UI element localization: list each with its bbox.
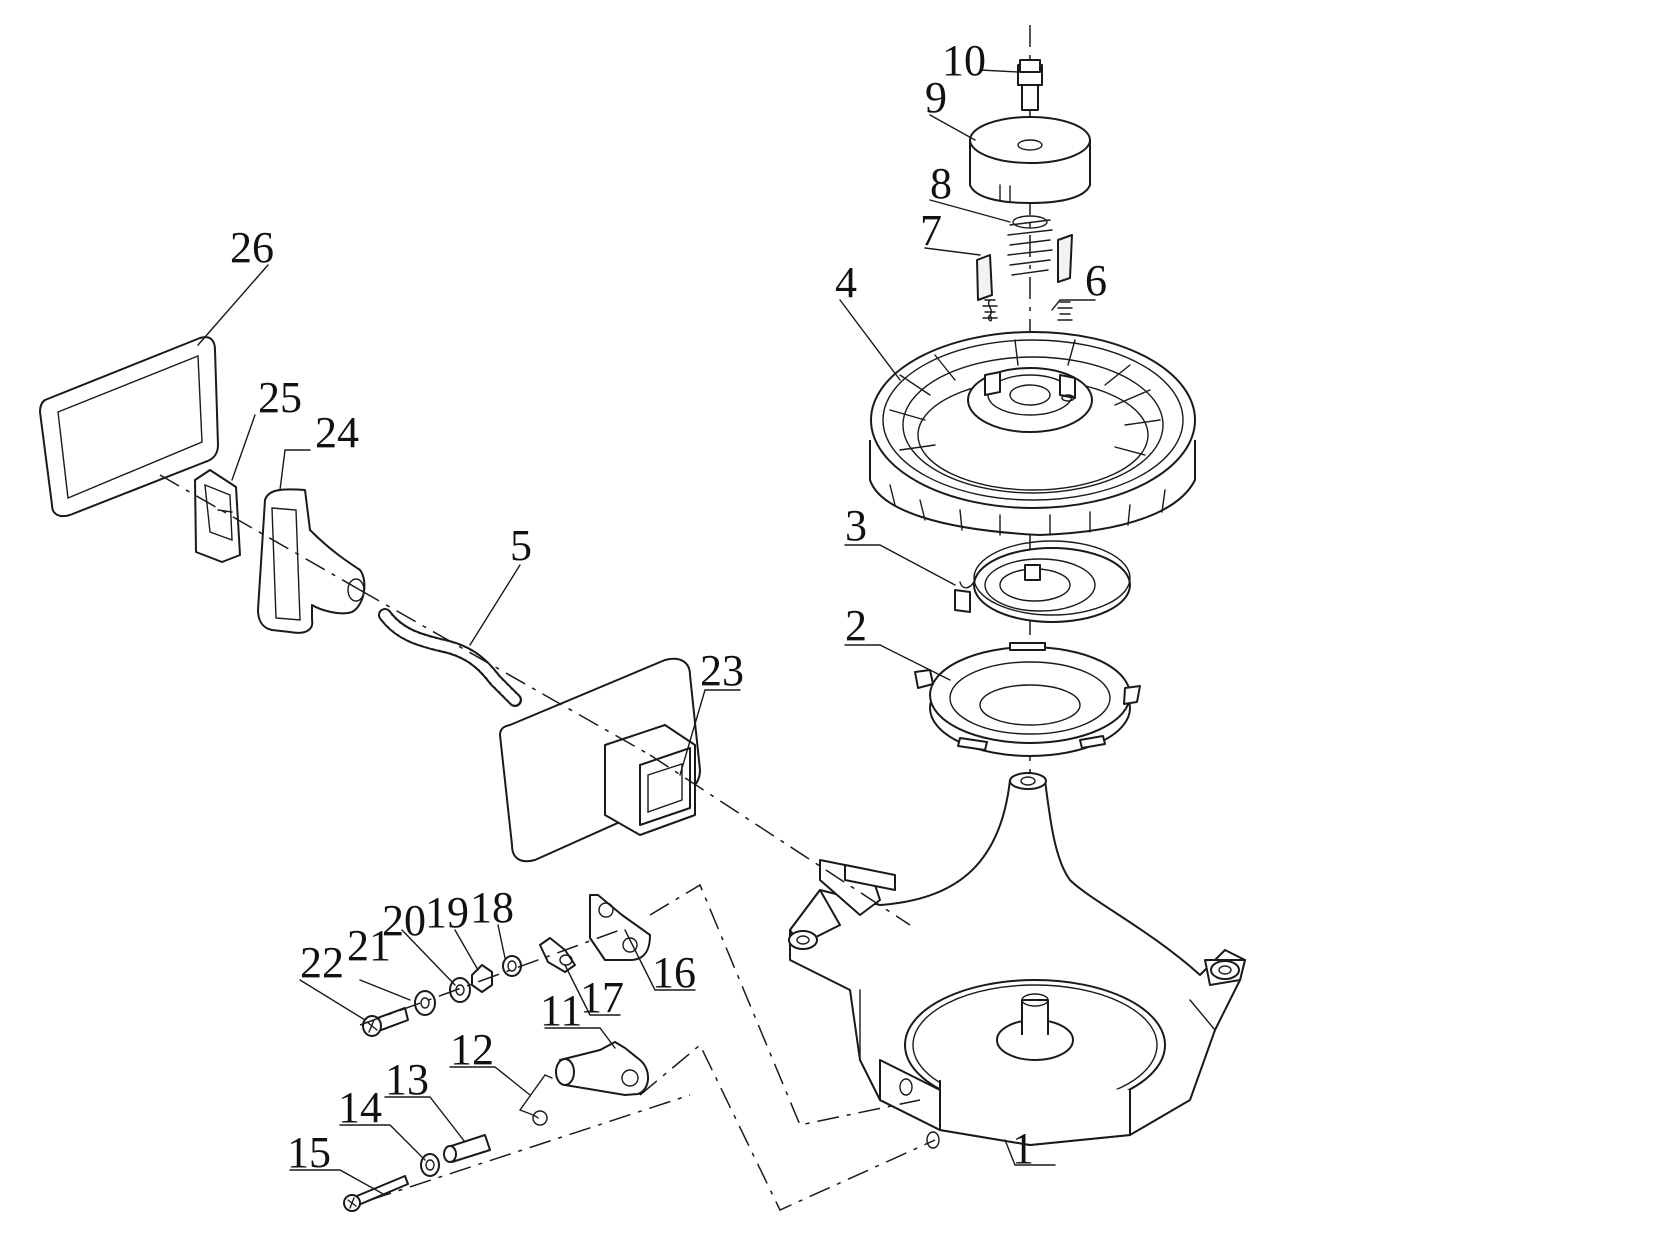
callout-6: 6 (1085, 256, 1107, 305)
callout-22: 22 (300, 938, 344, 987)
callout-18: 18 (470, 883, 514, 932)
part-16-bracket (589, 894, 651, 961)
callout-15: 15 (287, 1128, 331, 1177)
callout-7: 7 (920, 206, 942, 255)
part-7-ratchet-pawls (976, 234, 1073, 301)
callout-1: 1 (1012, 1124, 1034, 1173)
callout-8: 8 (930, 159, 952, 208)
callout-24: 24 (315, 408, 359, 457)
callout-12: 12 (450, 1025, 494, 1074)
callout-2: 2 (845, 601, 867, 650)
callout-26: 26 (230, 223, 274, 272)
callout-19: 19 (425, 888, 469, 937)
part-5-rope (378, 608, 522, 707)
part-18-bushing (502, 955, 522, 977)
part-23-rope-guide-plate (499, 657, 701, 863)
callout-labels: 1 2 3 4 5 6 7 8 9 10 11 12 13 14 15 16 1… (230, 36, 1107, 1177)
part-14-washer (420, 1153, 440, 1177)
callout-16: 16 (652, 948, 696, 997)
callout-20: 20 (382, 896, 426, 945)
part-6-ratchet-springs (982, 299, 1073, 322)
part-1-housing (788, 772, 1246, 1149)
callout-23: 23 (700, 646, 744, 695)
callout-13: 13 (385, 1055, 429, 1104)
callout-21: 21 (347, 921, 391, 970)
part-9-cap (969, 116, 1091, 204)
part-2-cup (914, 642, 1141, 757)
callout-11: 11 (540, 986, 582, 1035)
part-15-pin (343, 1175, 409, 1212)
part-12-torsion-spring (519, 1074, 553, 1126)
part-20-washer (449, 977, 471, 1003)
part-8-coil-spring (1007, 215, 1053, 276)
assembly-dashed-lines (159, 474, 936, 1211)
callout-14: 14 (338, 1083, 382, 1132)
callout-17: 17 (580, 973, 624, 1022)
part-19-nut (471, 964, 493, 993)
callout-leaders (197, 69, 1096, 1196)
callout-9: 9 (925, 73, 947, 122)
callout-4: 4 (835, 258, 857, 307)
callout-3: 3 (845, 501, 867, 550)
callout-10: 10 (942, 36, 986, 85)
part-4-pulley (869, 331, 1196, 536)
callout-25: 25 (258, 373, 302, 422)
part-11-lever (555, 1041, 649, 1096)
part-26-cover-plate (39, 336, 219, 518)
part-25-handle-insert (194, 469, 241, 563)
part-10-bolt (1017, 59, 1043, 111)
part-21-washer (414, 990, 436, 1016)
part-24-handle (257, 488, 366, 634)
part-3-spring (954, 540, 1131, 623)
part-17-clip (539, 937, 576, 973)
callout-5: 5 (510, 521, 532, 570)
part-13-sleeve (443, 1134, 491, 1163)
part-22-screw (362, 1007, 409, 1037)
